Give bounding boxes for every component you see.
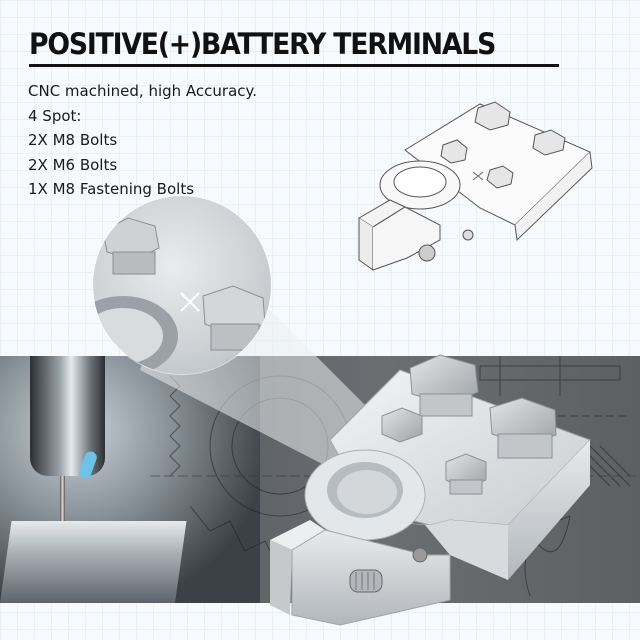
end-mill <box>60 476 65 536</box>
feature-item: 1X M8 Fastening Bolts <box>28 180 195 198</box>
feature-item: CNC machined, high Accuracy. <box>28 82 258 100</box>
bolt-detail <box>93 217 266 374</box>
feature-list: CNC machined, high Accuracy. 4 Spot: 2X … <box>28 79 257 202</box>
feature-item: 2X M6 Bolts <box>28 155 118 174</box>
cnc-machine-photo <box>0 356 260 603</box>
title-underline <box>29 64 559 67</box>
feature-item: 2X M8 Bolts <box>28 131 118 149</box>
feature-item: 4 Spot: <box>28 106 82 125</box>
sketch-illustration <box>358 101 593 271</box>
product-photo <box>270 354 591 626</box>
page-title: POSITIVE(+)BATTERY TERMINALS <box>29 27 496 61</box>
zoom-detail-circle <box>93 196 271 374</box>
